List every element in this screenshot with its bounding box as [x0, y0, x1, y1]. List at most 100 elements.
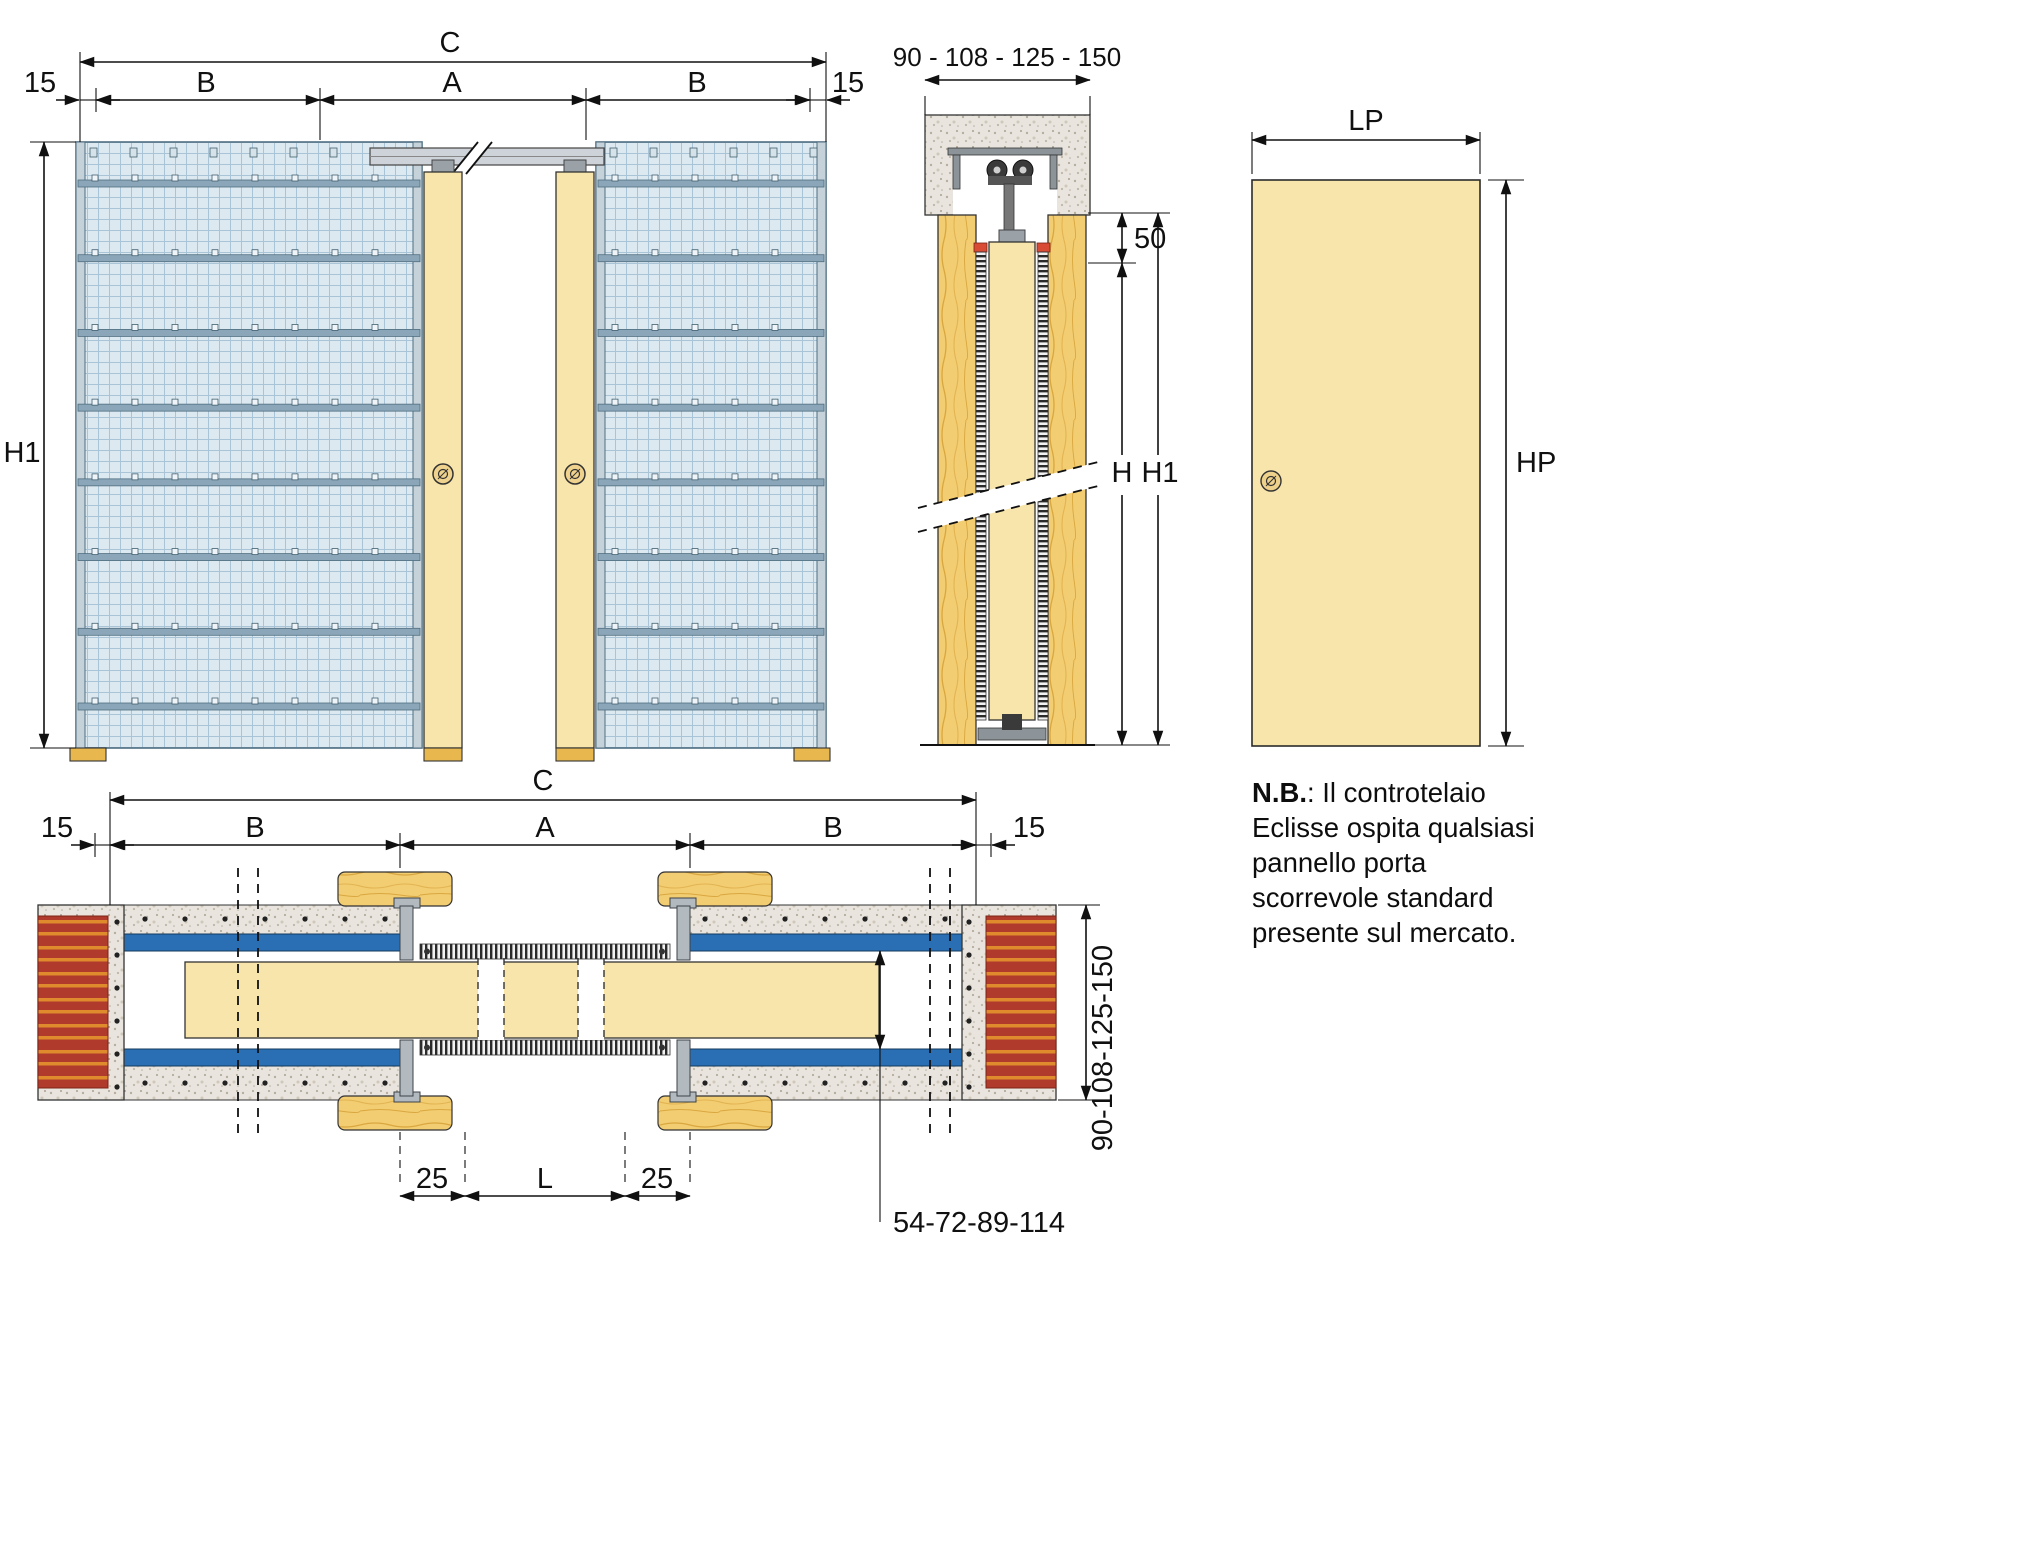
note-line-3: pannello porta	[1252, 847, 1427, 878]
plaster-strip	[123, 904, 401, 935]
rail-clip	[731, 622, 739, 630]
rail-clip	[91, 548, 99, 555]
floor-guide-shoe	[1002, 714, 1022, 730]
aluminium-jamb-profile	[399, 1039, 414, 1097]
anchor-dot	[742, 1080, 748, 1086]
rail-clip	[731, 548, 739, 555]
rail-clip	[771, 324, 779, 331]
rail-clip	[251, 473, 259, 481]
rail-clip	[91, 249, 99, 257]
rail-clip	[331, 174, 339, 182]
rail-clip	[771, 622, 779, 630]
rail-clip	[691, 622, 699, 630]
spacer-foot	[555, 747, 595, 762]
rail-clip	[211, 548, 219, 555]
rail-clip	[251, 174, 259, 182]
rail-clip	[251, 249, 259, 257]
anchor-dot	[782, 916, 788, 922]
horizontal-rail	[597, 254, 825, 263]
counterframe-sheet	[123, 1048, 401, 1067]
anchor-dot	[966, 1018, 972, 1024]
anchor-dot	[302, 916, 308, 922]
rail-clip	[291, 622, 299, 630]
horizontal-rail	[597, 702, 825, 711]
top-clip	[329, 147, 338, 158]
top-clip	[209, 147, 218, 158]
door-hanger-right	[563, 159, 587, 174]
rail-clip	[171, 324, 179, 331]
rail-clip	[131, 548, 139, 555]
plan-dim-c: C	[533, 765, 554, 797]
front-dim-a: A	[442, 67, 462, 99]
rail-clip	[131, 249, 139, 257]
rail-clip	[771, 174, 779, 182]
rail-clip	[211, 324, 219, 331]
mesh-panel	[595, 141, 827, 749]
spacer-foot	[423, 747, 463, 762]
track-break-gap	[452, 142, 492, 174]
counterframe-sheet	[123, 933, 401, 952]
anchor-dot	[966, 952, 972, 958]
rail-clip	[371, 174, 379, 182]
rail-clip	[651, 398, 659, 406]
counterframe-mesh-right	[595, 141, 827, 749]
top-clip	[689, 147, 698, 158]
plan-dim-wall-widths: 90-108-125-150	[1087, 945, 1119, 1151]
track-flange	[952, 154, 961, 190]
rail-clip	[131, 324, 139, 331]
brush-seal	[975, 251, 987, 721]
anchor-dot	[262, 916, 268, 922]
screw-dot	[659, 948, 665, 955]
rail-clip	[651, 249, 659, 257]
rail-clip	[251, 324, 259, 331]
rail-clip	[731, 324, 739, 331]
rail-clip	[611, 174, 619, 182]
rail-clip	[291, 249, 299, 257]
anchor-dot	[822, 916, 828, 922]
anchor-dot	[222, 1080, 228, 1086]
anchor-dot	[702, 916, 708, 922]
counterframe-sheet	[689, 1048, 963, 1067]
brick-hatch	[37, 915, 109, 1089]
rail-clip	[371, 398, 379, 406]
anchor-dot	[822, 1080, 828, 1086]
anchor-dot	[742, 916, 748, 922]
anchor-dot	[114, 1084, 120, 1090]
rail-clip	[131, 473, 139, 481]
anchor-dot	[382, 916, 388, 922]
rail-clip	[91, 622, 99, 630]
rail-clip	[331, 324, 339, 331]
door-break-gap	[478, 960, 504, 1040]
section-break-gap	[918, 462, 1098, 532]
rail-clip	[91, 398, 99, 406]
rail-clip	[331, 622, 339, 630]
section-dim-wall-widths: 90 - 108 - 125 - 150	[893, 42, 1121, 72]
rail-clip	[691, 249, 699, 257]
rail-clip	[611, 249, 619, 257]
note-line-4: scorrevole standard	[1252, 882, 1494, 913]
rail-clip	[691, 174, 699, 182]
brick-hatch	[985, 915, 1057, 1089]
rail-clip	[331, 697, 339, 705]
anchor-dot	[114, 919, 120, 925]
rail-clip	[651, 174, 659, 182]
rail-clip	[211, 697, 219, 705]
anchor-dot	[942, 916, 948, 922]
rail-clip	[171, 697, 179, 705]
rail-clip	[251, 398, 259, 406]
door-panel-view: LP HP	[1251, 105, 1556, 747]
rail-clip	[611, 324, 619, 331]
anchor-dot	[966, 1051, 972, 1057]
rail-clip	[731, 697, 739, 705]
rail-clip	[131, 697, 139, 705]
top-clip	[129, 147, 138, 158]
flush-pull-inner	[1265, 475, 1277, 487]
rail-clip	[131, 174, 139, 182]
front-dim-15-right: 15	[832, 67, 864, 99]
front-dim-15-left: 15	[24, 67, 56, 99]
rail-clip	[771, 548, 779, 555]
track-break-line	[451, 141, 479, 175]
horizontal-rail	[77, 179, 421, 188]
frame-upright	[595, 141, 606, 749]
screw-dot	[424, 1044, 430, 1051]
